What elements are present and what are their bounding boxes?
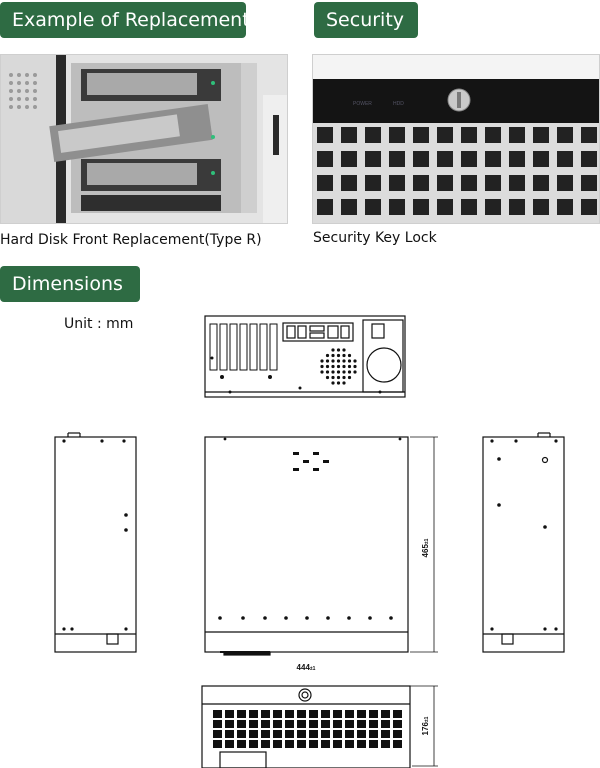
section-title-security: Security: [314, 2, 418, 38]
left-side-view: [54, 432, 137, 653]
section-title-replacement: Example of Replacement: [0, 2, 250, 38]
replacement-caption: Hard Disk Front Replacement(Type R): [0, 232, 262, 248]
width-dimension: 444±1: [297, 663, 316, 672]
svg-text:POWER: POWER: [353, 101, 372, 107]
rear-view: [204, 315, 406, 398]
front-ventilation-grille: [213, 710, 402, 748]
section-title-dimensions: Dimensions: [0, 266, 140, 302]
depth-dimension: 465±1: [421, 538, 430, 557]
security-key-lock-photo: POWER HDD: [312, 54, 600, 224]
top-view: [204, 436, 409, 656]
height-dimension: 176±1: [421, 716, 430, 735]
right-side-view: [482, 432, 565, 653]
svg-text:HDD: HDD: [393, 101, 404, 107]
rear-fan-grille: [320, 348, 357, 385]
unit-label: Unit : mm: [64, 316, 134, 332]
hard-disk-photo: [0, 54, 288, 224]
security-caption: Security Key Lock: [313, 230, 437, 246]
front-view: [201, 685, 411, 768]
